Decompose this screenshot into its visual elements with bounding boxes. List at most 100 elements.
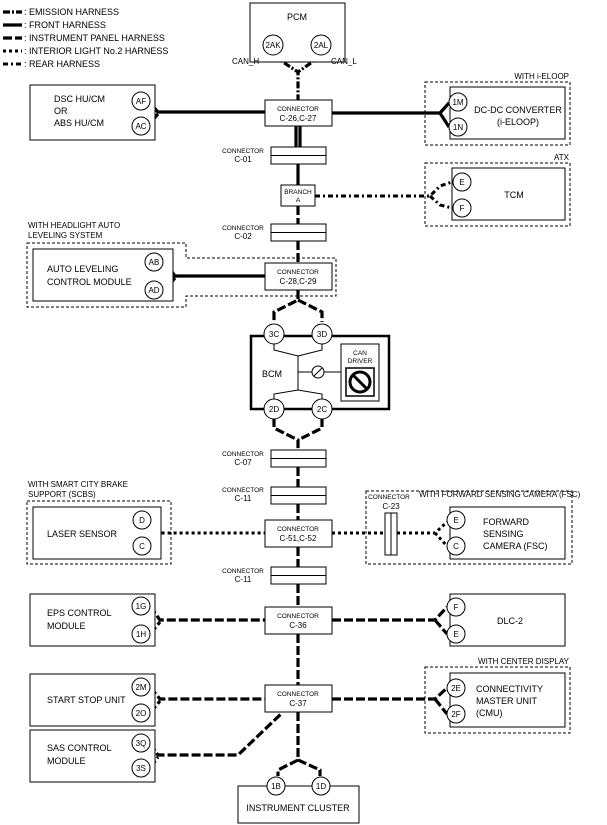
legend-front: : FRONT HARNESS	[24, 20, 106, 30]
branch-a: BRANCH A	[280, 184, 316, 207]
branch-line1: BRANCH	[284, 189, 312, 196]
pcm-pin-2al: 2AL	[314, 41, 329, 50]
can-driver-line2: DRIVER	[348, 358, 373, 365]
laser-group-line1: WITH SMART CITY BRAKE	[28, 480, 128, 489]
cluster-pin-1d: 1D	[316, 782, 326, 791]
dsc-line2: OR	[54, 106, 68, 116]
c11b-id: C-11	[235, 575, 252, 584]
connector-c02: CONNECTOR C-02	[222, 223, 327, 242]
branch-line2: A	[296, 197, 301, 204]
auto-level-line2: CONTROL MODULE	[47, 277, 132, 287]
dcdc-group-label: WITH i-ELOOP	[514, 72, 569, 81]
laser-group-line2: SUPPORT (SCBS)	[28, 490, 96, 499]
eps-line2: MODULE	[47, 621, 86, 631]
eps-line1: EPS CONTROL	[47, 608, 112, 618]
dsc-pin-af: AF	[136, 97, 146, 106]
c01-id: C-01	[234, 155, 252, 164]
auto-level-pin-ab: AB	[149, 258, 160, 267]
dcdc-line1: DC-DC CONVERTER	[474, 105, 562, 115]
c51-id: C-51,C-52	[280, 534, 317, 543]
cmu-module: WITH CENTER DISPLAY 2E 2F CONNECTIVITY M…	[424, 657, 571, 734]
fsc-group-label: WITH FORWARD SENSING CAMERA (FSC)	[419, 490, 581, 499]
connector-c11-lower: CONNECTOR C-11	[222, 566, 327, 585]
sas-pin-3s: 3S	[136, 764, 146, 773]
can-driver-line1: CAN	[353, 350, 367, 357]
bcm-label: BCM	[262, 369, 282, 379]
dcdc-pin-1m: 1M	[452, 98, 463, 107]
cluster-pin-1b: 1B	[271, 782, 281, 791]
cmu-pin-2e: 2E	[451, 684, 461, 693]
can-l-label: CAN_L	[331, 57, 357, 66]
can-h-label: CAN_H	[232, 57, 259, 66]
c23-id: C-23	[382, 502, 400, 511]
bcm-pin-3d: 3D	[317, 330, 327, 339]
legend-interior-light: : INTERIOR LIGHT No.2 HARNESS	[24, 46, 168, 56]
dsc-line3: ABS HU/CM	[54, 118, 104, 128]
eps-pin-1h: 1H	[136, 630, 146, 639]
connector-c28-c29: CONNECTOR C-28,C-29	[264, 262, 333, 291]
c26-id: C-26,C-27	[280, 114, 317, 123]
connector-c36: CONNECTOR C-36	[264, 606, 333, 635]
cmu-group-label: WITH CENTER DISPLAY	[478, 657, 570, 666]
tcm-pin-f: F	[460, 204, 465, 213]
c28-label: CONNECTOR	[277, 269, 319, 276]
bcm-pin-2d: 2D	[269, 405, 279, 414]
c36-label: CONNECTOR	[277, 613, 319, 620]
connector-c37: CONNECTOR C-37	[264, 684, 333, 713]
trunk-wires	[272, 52, 324, 776]
start-stop-pin-2m: 2M	[135, 683, 146, 692]
fsc-line3: CAMERA (FSC)	[483, 541, 548, 551]
start-stop-pin-2o: 2O	[136, 709, 147, 718]
cmu-pin-2f: 2F	[451, 710, 460, 719]
c07-id: C-07	[234, 458, 252, 467]
tcm-pin-e: E	[459, 178, 464, 187]
bcm-pin-2c: 2C	[317, 405, 327, 414]
sas-line2: MODULE	[47, 756, 86, 766]
connector-c26-c27: CONNECTOR C-26,C-27	[264, 99, 333, 127]
pcm-pin-2ak: 2AK	[265, 41, 281, 50]
dcdc-pin-1n: 1N	[453, 123, 463, 132]
c26-label: CONNECTOR	[277, 106, 319, 113]
eps-pin-1g: 1G	[136, 602, 147, 611]
fsc-pin-e: E	[453, 516, 458, 525]
dlc-module: F E DLC-2	[446, 593, 566, 647]
auto-level-group-line1: WITH HEADLIGHT AUTO	[28, 221, 120, 230]
c07-label: CONNECTOR	[222, 451, 264, 458]
connector-c07: CONNECTOR C-07	[222, 449, 327, 468]
bcm-module: 3C 3D 2D 2C BCM CAN DRIVER	[249, 323, 391, 420]
c11a-id: C-11	[235, 494, 252, 503]
connector-c51-c52: CONNECTOR C-51,C-52	[264, 519, 333, 548]
c11a-label: CONNECTOR	[222, 487, 264, 494]
c51-label: CONNECTOR	[277, 526, 319, 533]
sas-pin-3q: 3Q	[136, 739, 147, 748]
cluster-label: INSTRUMENT CLUSTER	[246, 803, 350, 813]
c37-label: CONNECTOR	[277, 691, 319, 698]
connector-c11-upper: CONNECTOR C-11	[222, 486, 327, 505]
auto-level-line1: AUTO LEVELING	[47, 264, 118, 274]
c01-label: CONNECTOR	[222, 148, 264, 155]
laser-sensor-module: WITH SMART CITY BRAKE SUPPORT (SCBS) LAS…	[26, 480, 172, 565]
fsc-module: WITH FORWARD SENSING CAMERA (FSC) CONNEC…	[365, 490, 581, 565]
dcdc-module: WITH i-ELOOP 1M 1N DC-DC CONVERTER (i-EL…	[424, 72, 571, 146]
dcdc-line2: (i-ELOOP)	[497, 117, 539, 127]
legend-emission: : EMISSION HARNESS	[24, 7, 119, 17]
laser-pin-c: C	[139, 542, 145, 551]
cmu-line3: (CMU)	[476, 708, 503, 718]
sas-module: SAS CONTROL MODULE 3Q 3S	[29, 729, 156, 783]
tcm-module: ATX E F TCM	[424, 153, 571, 227]
tcm-group-label: ATX	[554, 153, 570, 162]
c11b-label: CONNECTOR	[222, 568, 264, 575]
tcm-label: TCM	[504, 190, 524, 200]
auto-leveling-module: WITH HEADLIGHT AUTO LEVELING SYSTEM AUTO…	[26, 221, 337, 308]
dlc-pin-f: F	[454, 603, 459, 612]
start-stop-module: START STOP UNIT 2M 2O	[29, 673, 156, 727]
dlc-label: DLC-2	[497, 616, 523, 626]
instrument-cluster-module: 1B 1D INSTRUMENT CLUSTER	[237, 776, 360, 824]
laser-label: LASER SENSOR	[47, 529, 118, 539]
c02-id: C-02	[234, 232, 252, 241]
pcm-module: PCM 2AK 2AL CAN_H CAN_L	[232, 2, 357, 66]
prohibited-icon	[348, 370, 372, 394]
c28-id: C-28,C-29	[280, 277, 317, 286]
dsc-module: DSC HU/CM OR ABS HU/CM AF AC	[29, 84, 156, 141]
